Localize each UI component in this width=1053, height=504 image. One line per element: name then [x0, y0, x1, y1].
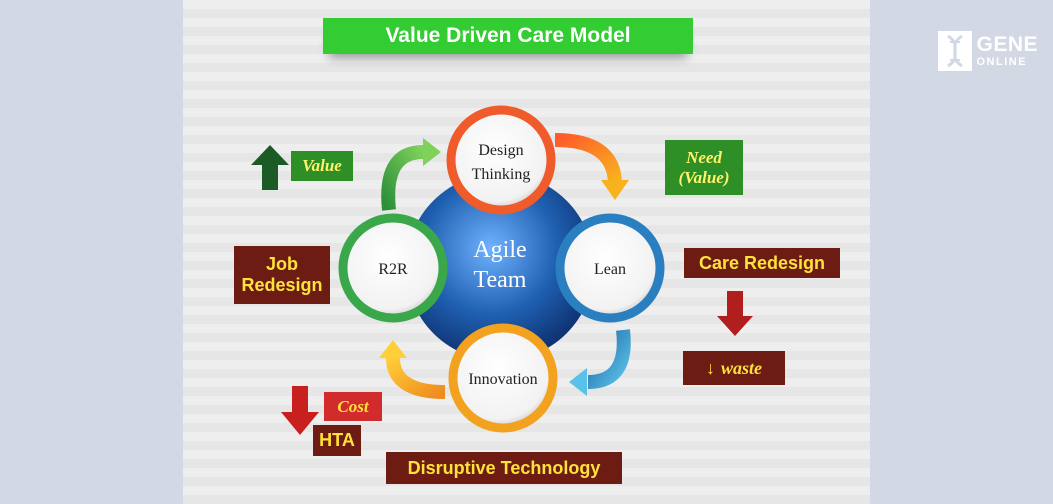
cost-label: Cost — [324, 392, 382, 421]
agile-team-circle — [406, 173, 594, 361]
care-redesign-label: Care Redesign — [684, 248, 840, 278]
need-line2: (Value) — [678, 167, 730, 187]
gene-online-logo: GENE ONLINE — [938, 30, 1038, 72]
waste-label: ↓ waste — [683, 351, 785, 385]
logo-wordmark: GENE ONLINE — [976, 34, 1038, 68]
need-value-label: Need (Value) — [665, 140, 743, 195]
curved-arrow-icon — [381, 138, 441, 211]
down-arrow-icon: ↓ — [705, 357, 715, 378]
job-line1: Job — [265, 254, 298, 275]
disruptive-technology-label: Disruptive Technology — [386, 452, 622, 484]
design-thinking-line2: Thinking — [472, 166, 531, 183]
lean-circle — [555, 213, 665, 323]
logo-line2: ONLINE — [976, 56, 1028, 68]
up-arrow-icon — [251, 145, 289, 190]
logo-line1: GENE — [976, 33, 1038, 56]
down-arrow-icon — [717, 291, 753, 336]
need-line1: Need — [686, 147, 722, 167]
curved-arrow-icon — [554, 133, 629, 200]
value-label: Value — [291, 151, 353, 181]
slide: Value Driven Care Model — [183, 0, 870, 504]
innovation-circle — [448, 323, 558, 433]
curved-arrow-icon — [569, 329, 631, 396]
team-label: Team — [474, 267, 527, 293]
slide-title: Value Driven Care Model — [323, 18, 693, 54]
r2r-label: R2R — [378, 261, 408, 278]
design-thinking-line1: Design — [478, 142, 523, 159]
job-line2: Redesign — [241, 275, 323, 295]
job-redesign-label: Job Redesign — [234, 246, 330, 304]
r2r-circle — [338, 213, 448, 323]
innovation-label: Innovation — [468, 371, 537, 388]
agile-label: Agile — [473, 237, 526, 263]
lean-label: Lean — [594, 261, 626, 278]
hta-label: HTA — [313, 425, 361, 456]
care-model-diagram: Design Thinking Lean Innovation R2R Agil… — [251, 105, 753, 435]
down-arrow-icon — [281, 386, 319, 435]
dna-helix-icon — [938, 31, 973, 71]
design-thinking-circle — [446, 105, 556, 215]
waste-text: waste — [720, 357, 762, 378]
curved-arrow-icon — [379, 340, 446, 399]
